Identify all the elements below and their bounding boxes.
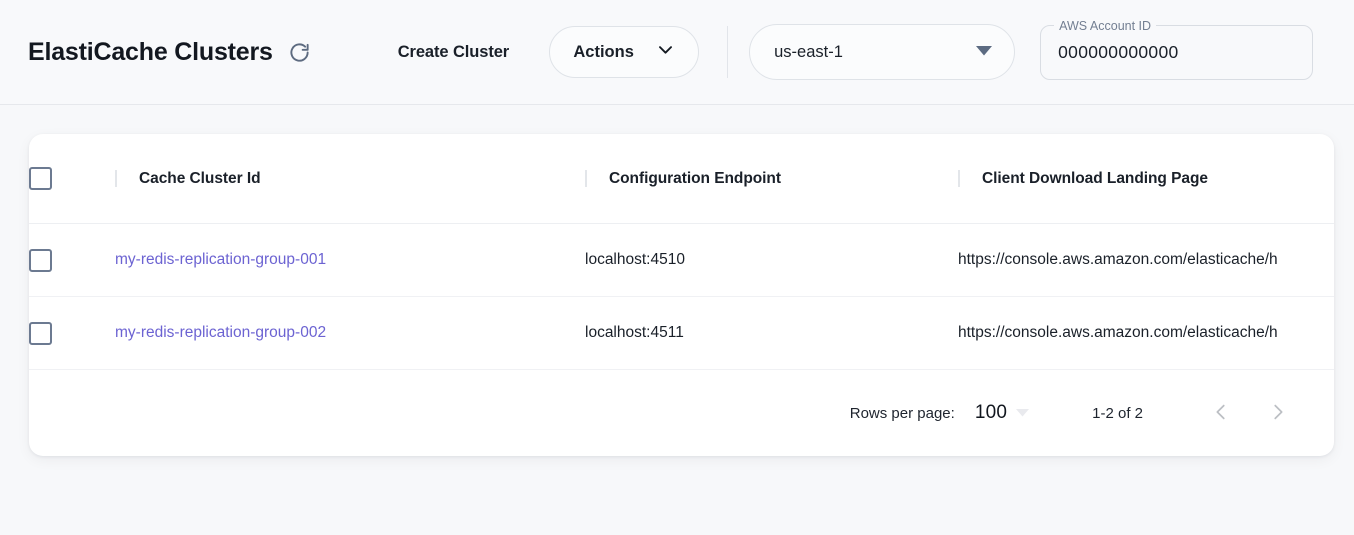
app-header: ElastiCache Clusters Create Cluster Acti… [0,0,1354,105]
table-header-row: Cache Cluster Id Configuration Endpoint … [29,134,1334,224]
caret-down-icon [976,43,993,61]
row-select-cell [29,296,115,370]
column-divider [958,170,960,187]
client-download-landing-page-value: https://console.aws.amazon.com/elasticac… [958,251,1278,268]
chevron-down-icon [656,40,675,64]
select-all-checkbox[interactable] [29,167,52,190]
title-block: ElastiCache Clusters [28,38,313,67]
cluster-link[interactable]: my-redis-replication-group-002 [115,324,327,341]
cell-configuration-endpoint: localhost:4510 [585,223,958,297]
actions-button[interactable]: Actions [549,26,700,78]
column-header-configuration-endpoint[interactable]: Configuration Endpoint [585,134,958,224]
region-select[interactable]: us-east-1 [749,24,1016,80]
create-cluster-button[interactable]: Create Cluster [392,35,515,70]
table-row[interactable]: my-redis-replication-group-002 localhost… [29,296,1334,370]
cell-cache-cluster-id: my-redis-replication-group-002 [115,296,585,370]
client-download-landing-page-value: https://console.aws.amazon.com/elasticac… [958,324,1278,341]
caret-down-icon [1016,404,1030,422]
aws-account-id-field[interactable]: AWS Account ID 000000000000 [1040,17,1314,80]
clusters-table: Cache Cluster Id Configuration Endpoint … [29,134,1334,370]
column-header-label: Cache Cluster Id [139,169,261,187]
rows-per-page-label: Rows per page: [849,404,955,422]
refresh-button[interactable] [287,39,313,65]
chevron-left-icon [1210,401,1232,426]
cell-cache-cluster-id: my-redis-replication-group-001 [115,223,585,297]
column-header-cache-cluster-id[interactable]: Cache Cluster Id [115,134,585,224]
actions-button-label: Actions [573,42,634,61]
cell-configuration-endpoint: localhost:4511 [585,296,958,370]
main-content: Cache Cluster Id Configuration Endpoint … [0,105,1354,456]
cell-client-download-landing-page: https://console.aws.amazon.com/elasticac… [958,296,1334,370]
rows-per-page-select[interactable]: 100 [974,402,1030,424]
region-select-value: us-east-1 [774,42,843,61]
column-header-label: Client Download Landing Page [982,169,1208,187]
next-page-button[interactable] [1258,393,1298,433]
cluster-link[interactable]: my-redis-replication-group-001 [115,251,327,268]
row-checkbox[interactable] [29,321,52,345]
previous-page-button[interactable] [1201,393,1241,433]
aws-account-id-value: 000000000000 [1058,41,1179,62]
table-row[interactable]: my-redis-replication-group-001 localhost… [29,223,1334,297]
configuration-endpoint-value: localhost:4510 [585,251,685,268]
refresh-icon [288,41,311,64]
column-divider [115,170,117,187]
aws-account-id-label: AWS Account ID [1054,17,1157,34]
column-header-client-download-landing-page[interactable]: Client Download Landing Page [958,134,1334,224]
column-divider [585,170,587,187]
configuration-endpoint-value: localhost:4511 [585,324,684,341]
row-select-cell [29,223,115,297]
pagination-range-label: 1-2 of 2 [1092,404,1143,422]
table-body: my-redis-replication-group-001 localhost… [29,223,1334,370]
table-head: Cache Cluster Id Configuration Endpoint … [29,134,1334,224]
header-divider [727,26,729,78]
rows-per-page-value: 100 [974,402,1008,423]
table-pagination: Rows per page: 100 1-2 of 2 [29,370,1334,456]
page-title: ElastiCache Clusters [28,37,273,66]
chevron-right-icon [1267,401,1289,426]
row-checkbox[interactable] [29,248,52,272]
select-all-header [29,134,115,224]
clusters-card: Cache Cluster Id Configuration Endpoint … [29,134,1334,456]
column-header-label: Configuration Endpoint [609,169,781,187]
cell-client-download-landing-page: https://console.aws.amazon.com/elasticac… [958,223,1334,297]
